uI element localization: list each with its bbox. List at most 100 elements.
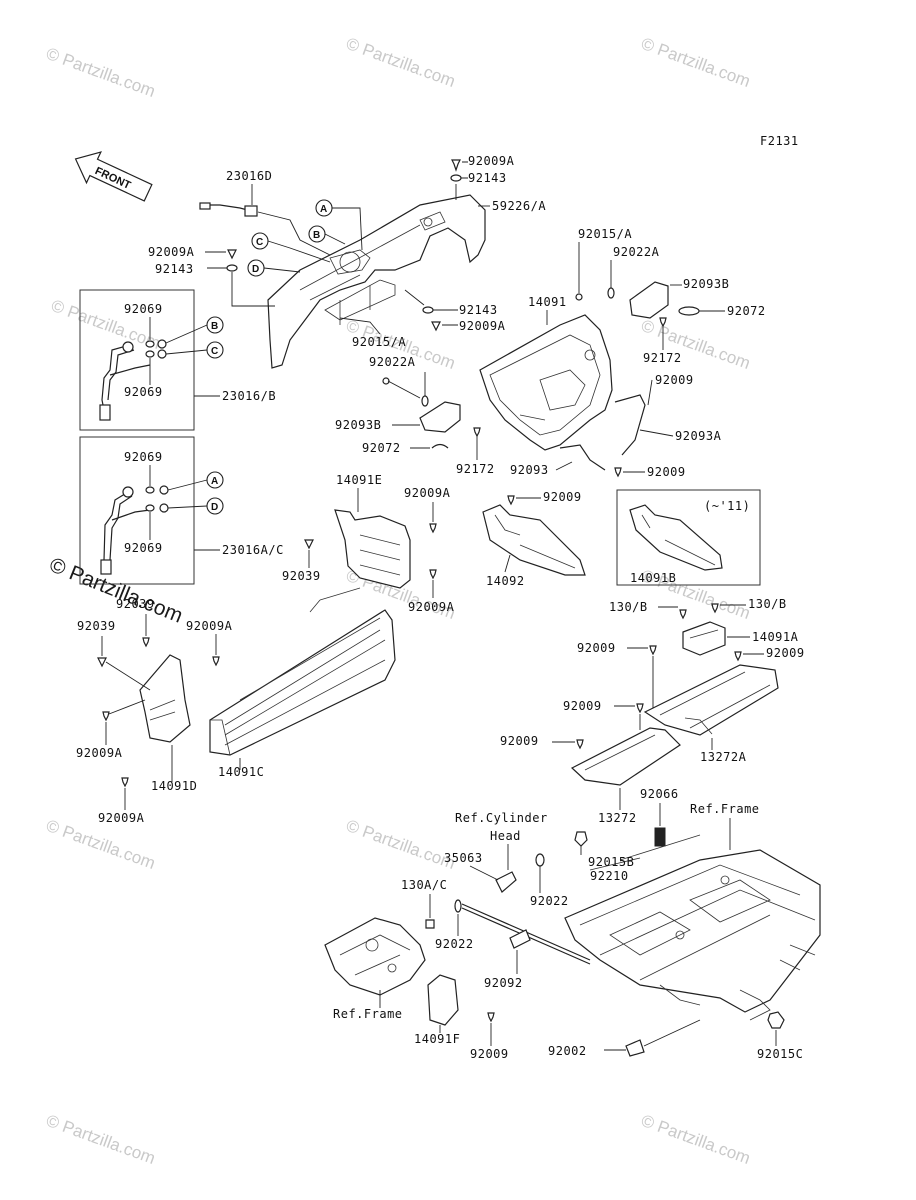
bracket-14091F-drawing <box>427 974 459 1026</box>
harness-23016D-drawing <box>199 202 331 256</box>
label-130AC: 130A/C <box>401 878 447 892</box>
label-23016AC: 23016A/C <box>222 543 284 557</box>
watermark: © Partzilla.com <box>44 44 158 101</box>
label-14091D: 14091D <box>151 779 197 793</box>
callout-label: C <box>211 346 218 357</box>
label-92015C: 92015C <box>757 1047 803 1061</box>
label-92172: 92172 <box>643 351 682 365</box>
callout-label: B <box>211 321 218 332</box>
callout-A-top: A <box>315 199 363 251</box>
main-watermark: © Partzilla.com <box>46 553 186 627</box>
front-arrow: FRONT <box>74 151 153 202</box>
label-92039: 92039 <box>116 597 155 611</box>
cover-14091C-drawing <box>209 587 396 756</box>
label-35063: 35063 <box>444 851 483 865</box>
label-92015A: 92015/A <box>578 227 632 241</box>
sensor-pipe-23016B-drawing <box>99 339 167 421</box>
label-92022A: 92022A <box>613 245 660 259</box>
callout-B-inset: B <box>165 316 224 344</box>
label-92009A: 92009A <box>408 600 455 614</box>
label-92009A: 92009A <box>468 154 515 168</box>
frame-drawing <box>564 834 821 1021</box>
label-92022: 92022 <box>530 894 569 908</box>
label-92072: 92072 <box>362 441 401 455</box>
inset-box-23016B <box>79 289 195 431</box>
callout-B-top: B <box>308 225 346 245</box>
label-92009A: 92009A <box>186 619 233 633</box>
label-92069: 92069 <box>124 450 163 464</box>
diagram-code: F2131 <box>760 134 799 148</box>
label-92039: 92039 <box>282 569 321 583</box>
watermark: © Partzilla.com <box>44 1111 158 1168</box>
label-92093B: 92093B <box>335 418 381 432</box>
label-92009: 92009 <box>766 646 805 660</box>
label-14091E: 14091E <box>336 473 382 487</box>
label-14091C: 14091C <box>218 765 264 779</box>
label-59226A: 59226/A <box>492 199 546 213</box>
cover-14091D-drawing <box>139 654 191 743</box>
label-14091A: 14091A <box>752 630 799 644</box>
label-14091F: 14091F <box>414 1032 460 1046</box>
label-92069: 92069 <box>124 302 163 316</box>
label-92143: 92143 <box>459 303 498 317</box>
callout-A-inset: A <box>167 471 224 491</box>
label-92009A: 92009A <box>148 245 195 259</box>
label-14091B: 14091B <box>630 571 676 585</box>
label-92022: 92022 <box>435 937 474 951</box>
label-92069: 92069 <box>124 541 163 555</box>
label-92009A: 92009A <box>98 811 145 825</box>
label-ref-frame: Ref.Frame <box>333 1007 403 1021</box>
callout-D-inset: D <box>167 497 224 515</box>
label-92066: 92066 <box>640 787 679 801</box>
label-92009: 92009 <box>500 734 539 748</box>
callout-D-top: D <box>247 259 301 277</box>
label-ref-cylinder: Ref.Cylinder <box>455 811 548 825</box>
label-92093A: 92093A <box>675 429 722 443</box>
callout-label: A <box>320 204 327 215</box>
label-92009: 92009 <box>647 465 686 479</box>
bracket-59226-drawing <box>267 194 486 369</box>
label-92092: 92092 <box>484 976 523 990</box>
label-13272A: 13272A <box>700 750 747 764</box>
label-ref-frame: Ref.Frame <box>690 802 760 816</box>
label-14092: 14092 <box>486 574 525 588</box>
cover-14091A-drawing <box>682 621 726 656</box>
inset-box-23016AC <box>79 436 195 585</box>
callout-C-top: C <box>251 232 331 263</box>
label-92210: 92210 <box>590 869 629 883</box>
plate-13272A-drawing <box>643 664 779 736</box>
callout-C-inset: C <box>165 341 224 359</box>
inset-note: (~'11) <box>704 499 750 513</box>
inset-box-14091B <box>616 489 761 586</box>
watermark: © Partzilla.com <box>639 34 753 91</box>
label-92015A: 92015/A <box>352 335 406 349</box>
callout-label: D <box>252 264 259 275</box>
label-92143: 92143 <box>468 171 507 185</box>
left-frame-drawing <box>324 917 426 996</box>
callout-label: C <box>256 237 263 248</box>
label-92009: 92009 <box>470 1047 509 1061</box>
label-92009: 92009 <box>543 490 582 504</box>
label-92009A: 92009A <box>404 486 451 500</box>
cover-14092-drawing <box>482 504 586 576</box>
label-92022A: 92022A <box>369 355 416 369</box>
label-92009: 92009 <box>563 699 602 713</box>
label-ref-cylinder-head: Head <box>490 829 521 843</box>
label-92172: 92172 <box>456 462 495 476</box>
label-13272: 13272 <box>598 811 637 825</box>
cover-14091B-drawing <box>629 504 723 571</box>
label-23016D: 23016D <box>226 169 272 183</box>
label-92039: 92039 <box>77 619 116 633</box>
callout-label: D <box>211 502 218 513</box>
cover-14091-drawing <box>479 314 613 451</box>
part-92066-block <box>654 827 666 847</box>
label-14091: 14091 <box>528 295 567 309</box>
watermark: © Partzilla.com <box>344 34 458 91</box>
label-92093B: 92093B <box>683 277 729 291</box>
label-92009A: 92009A <box>459 319 506 333</box>
label-92009: 92009 <box>577 641 616 655</box>
label-92143: 92143 <box>155 262 194 276</box>
label-23016B: 23016/B <box>222 389 276 403</box>
